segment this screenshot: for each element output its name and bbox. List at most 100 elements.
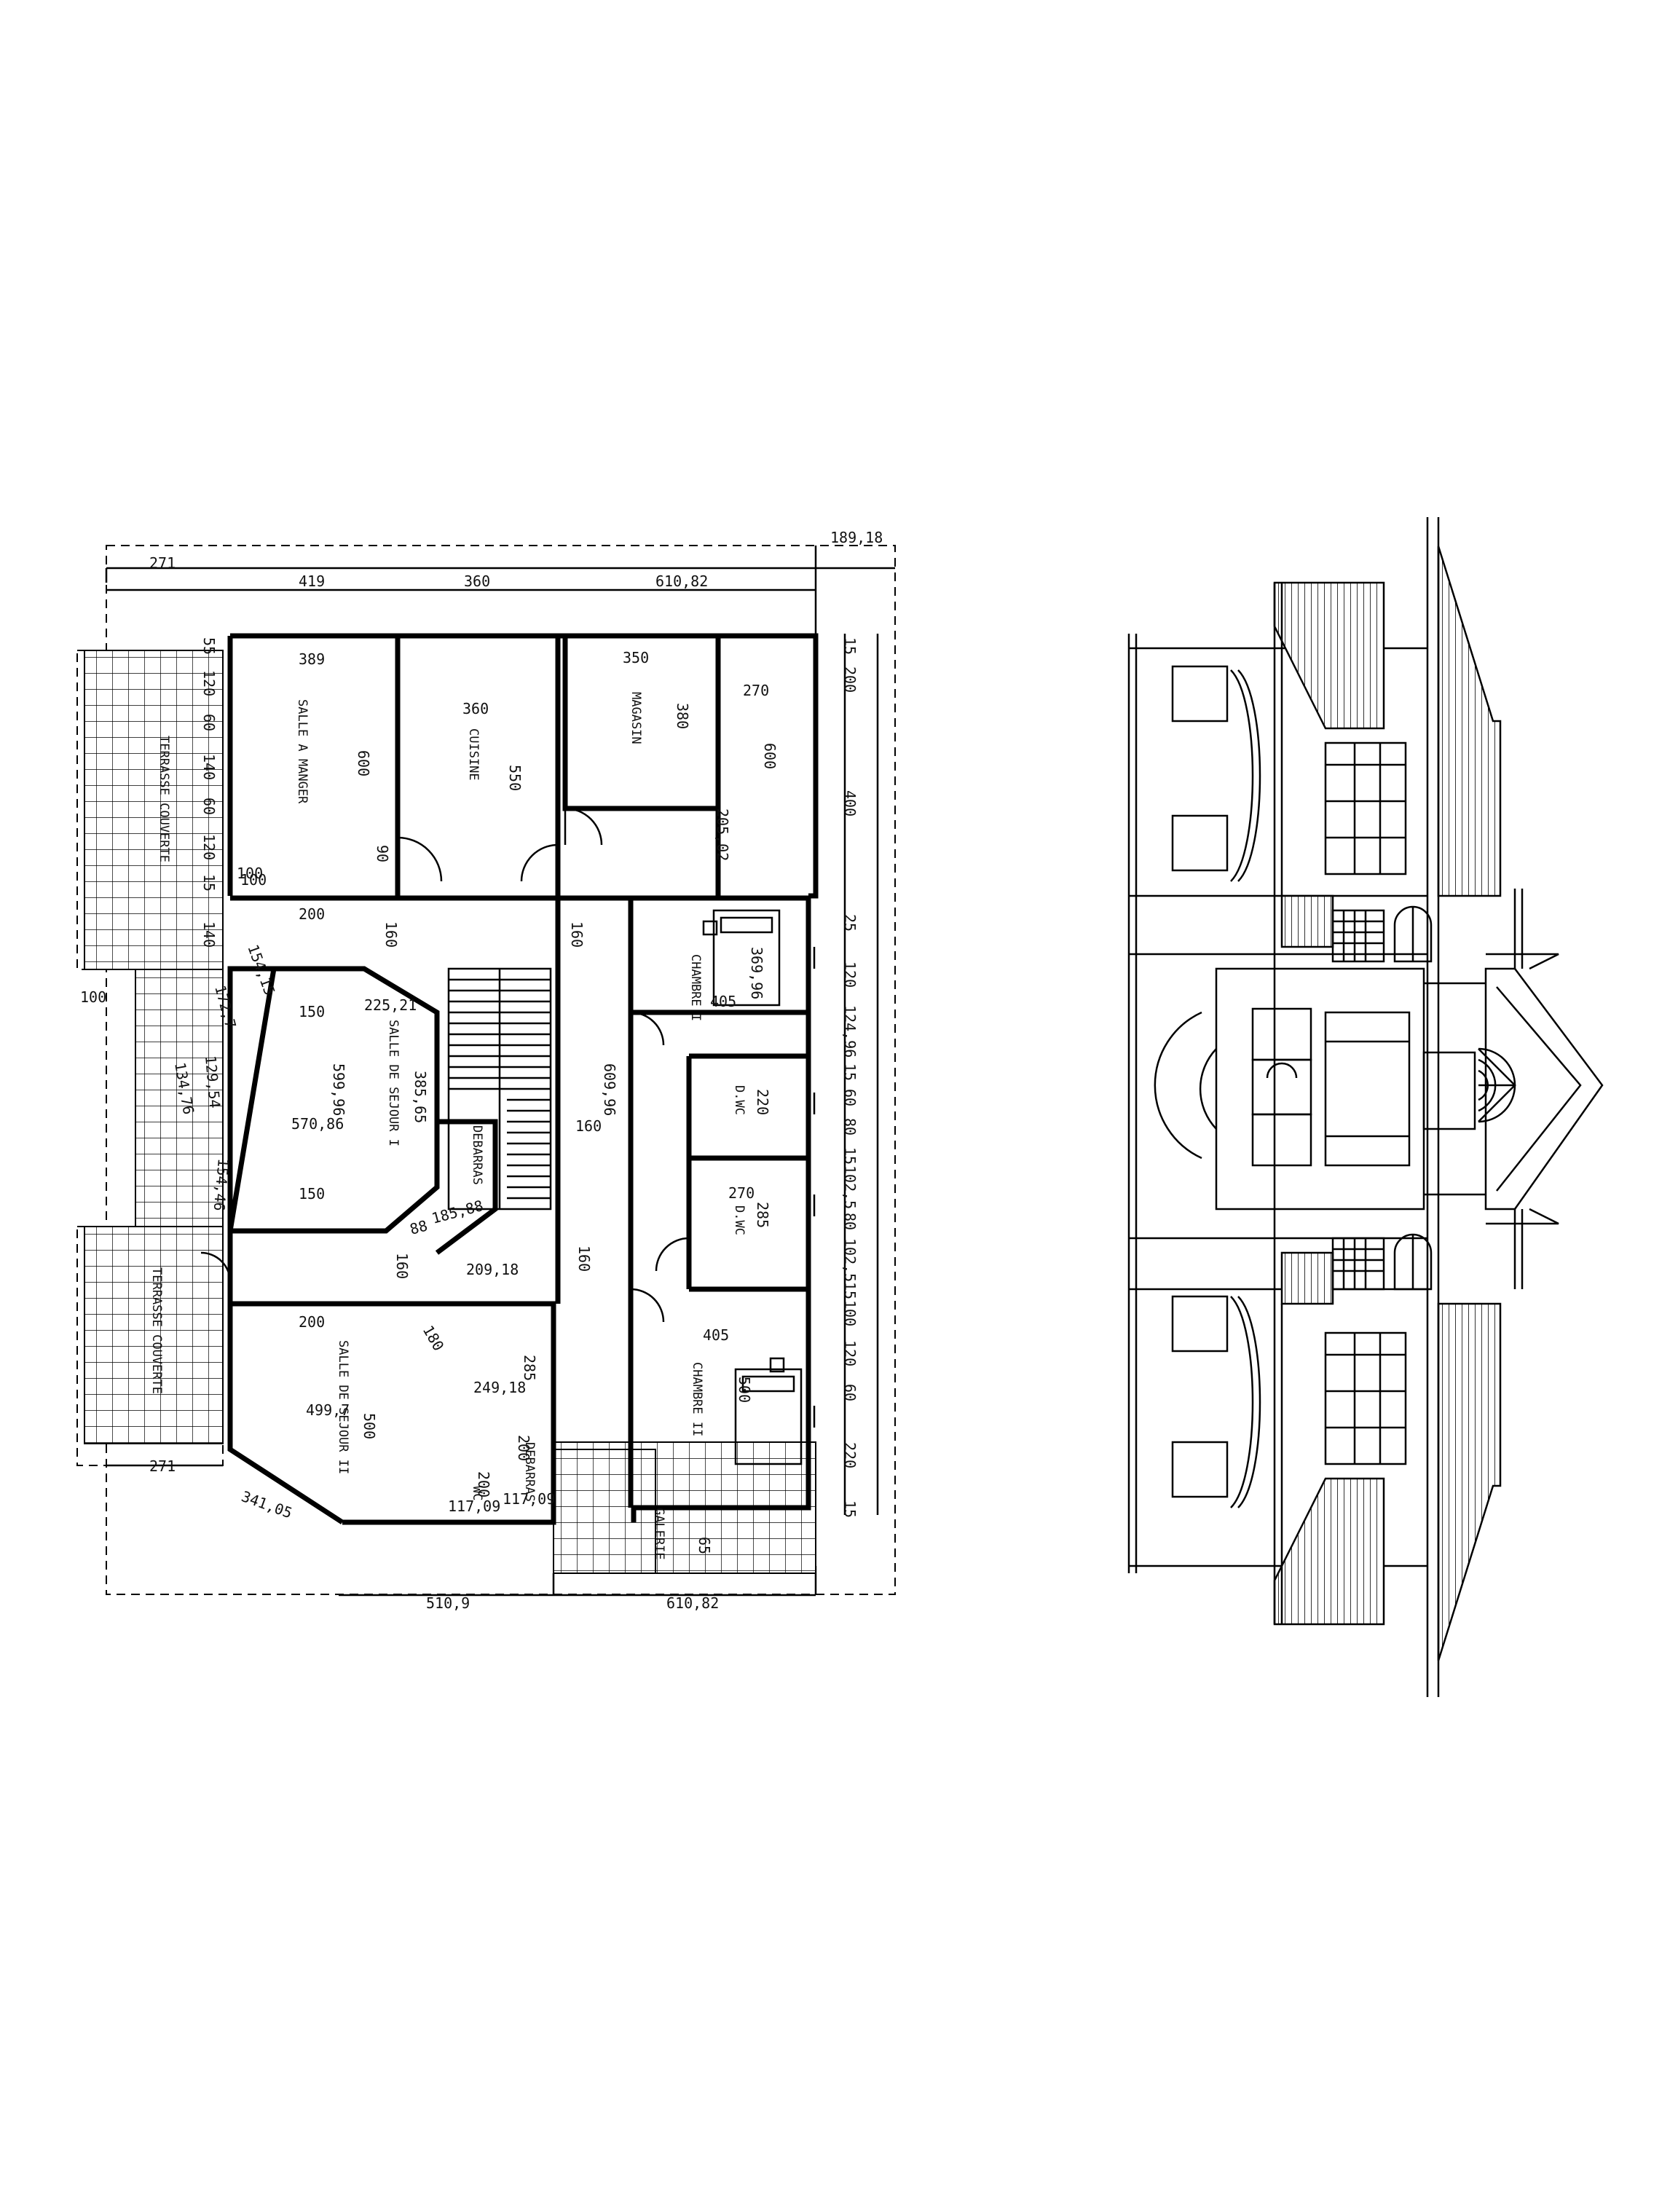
roof-top-right bbox=[1437, 546, 1502, 897]
dim-bottom-510-9: 510,9 bbox=[426, 1594, 470, 1612]
dim-left-4: 60 bbox=[200, 798, 218, 815]
room-label-salle-a-manger: SALLE A MANGER bbox=[295, 699, 310, 804]
dim-top-271: 271 bbox=[149, 554, 176, 572]
dim-top-419: 419 bbox=[299, 572, 325, 590]
room-label-salle-sejour-2: SALLE DE SEJOUR II bbox=[336, 1340, 350, 1474]
grid-window-bottom bbox=[1331, 1237, 1385, 1291]
dim-65: 65 bbox=[696, 1537, 713, 1554]
room-label-terrasse-1: TERRASSE COUVERTE bbox=[157, 736, 171, 862]
dim-cuisine-w: 360 bbox=[462, 700, 489, 717]
window-block-1 bbox=[1171, 665, 1229, 723]
bed-chambre-1 bbox=[712, 909, 781, 1007]
dim-left-5: 120 bbox=[200, 834, 218, 860]
dim-160b: 160 bbox=[568, 921, 586, 948]
dim-bottom-271: 271 bbox=[149, 1457, 176, 1475]
dim-sejour-225: 225,21 bbox=[364, 996, 417, 1014]
dim-209: 209,18 bbox=[466, 1261, 519, 1278]
dim-right-13: 15 bbox=[841, 1282, 859, 1299]
terrasse-couverte-bottom bbox=[84, 1226, 224, 1444]
room-label-dwc-1: D.WC bbox=[732, 1085, 747, 1115]
dim-sejour2-w: 499,7 bbox=[306, 1401, 350, 1419]
dimensions-interior: 389 600 360 550 350 380 270 600 205,02 9… bbox=[237, 649, 779, 1554]
outer-dimension-lines bbox=[76, 545, 896, 1597]
dim-dwc2-h: 285 bbox=[754, 1202, 771, 1228]
dim-right-11: 80 bbox=[841, 1213, 859, 1230]
dimensions-right: 15 200 400 25 120 124,96 15 60 80 15 102… bbox=[841, 637, 859, 1518]
dimensions-left: 55 120 60 140 60 120 15 140 100 100 154,… bbox=[80, 637, 279, 1212]
dim-right-12: 102,5 bbox=[841, 1238, 859, 1282]
dim-hall-h: 609,96 bbox=[601, 1063, 618, 1116]
dim-200a: 200 bbox=[299, 905, 325, 923]
dimensions-top: 271 419 360 610,82 189,18 bbox=[149, 529, 883, 590]
dim-right-16: 60 bbox=[841, 1384, 859, 1401]
dim-left-7: 140 bbox=[200, 921, 218, 948]
window-marks bbox=[807, 947, 816, 1428]
dim-right-9: 15 bbox=[841, 1147, 859, 1165]
dim-285: 285 bbox=[521, 1355, 538, 1381]
room-label-galerie: GALERIE bbox=[652, 1508, 666, 1560]
dim-88: 88 bbox=[408, 1216, 429, 1237]
dim-sejour-150b: 150 bbox=[299, 1185, 325, 1203]
dim-right-top-h: 600 bbox=[761, 743, 779, 769]
dim-right-4: 120 bbox=[841, 961, 859, 988]
dim-right-18: 15 bbox=[841, 1500, 859, 1518]
dim-dwc1-w: 220 bbox=[754, 1089, 771, 1115]
bed-chambre-2 bbox=[734, 1368, 803, 1465]
dim-stair-w: 205,02 bbox=[714, 808, 731, 861]
dim-top-610-82: 610,82 bbox=[655, 572, 708, 590]
dim-right-14: 100 bbox=[841, 1300, 859, 1326]
interior-walls bbox=[227, 636, 808, 1508]
dim-200c: 200 bbox=[475, 1471, 492, 1497]
dim-magasin-h: 380 bbox=[674, 703, 691, 729]
dim-chambre2-w: 405 bbox=[703, 1326, 729, 1344]
dim-right-15: 120 bbox=[841, 1340, 859, 1366]
dim-200b: 200 bbox=[299, 1313, 325, 1331]
dim-117b: 117,09 bbox=[503, 1490, 555, 1508]
dim-salle-manger-h: 600 bbox=[355, 750, 372, 776]
dim-160d: 160 bbox=[575, 1245, 593, 1272]
terrasse-couverte-mid bbox=[135, 969, 224, 1227]
dim-right-17: 220 bbox=[841, 1442, 859, 1468]
dim-117a: 117,09 bbox=[448, 1497, 500, 1515]
doors bbox=[200, 807, 690, 1323]
dim-top-189-18: 189,18 bbox=[830, 529, 883, 546]
dim-magasin-w: 350 bbox=[623, 649, 649, 666]
staircase bbox=[447, 967, 552, 1211]
central-block bbox=[1215, 967, 1425, 1211]
room-label-magasin: MAGASIN bbox=[629, 692, 643, 744]
entrance-tiles bbox=[553, 1449, 656, 1574]
dim-200d: 200 bbox=[515, 1435, 532, 1461]
dim-door-90: 90 bbox=[374, 845, 391, 862]
dim-100: 100 bbox=[237, 865, 263, 882]
dim-sejour-385: 385,65 bbox=[411, 1071, 429, 1123]
dim-left-1: 120 bbox=[200, 670, 218, 696]
dim-right-3: 25 bbox=[841, 914, 859, 932]
dim-right-1: 200 bbox=[841, 666, 859, 693]
dim-cuisine-h: 550 bbox=[506, 765, 524, 791]
room-label-salle-sejour-1: SALLE DE SEJOUR I bbox=[386, 1020, 401, 1146]
dim-left-3: 140 bbox=[200, 754, 218, 780]
dim-right-7: 60 bbox=[841, 1089, 859, 1106]
dim-right-8: 80 bbox=[841, 1118, 859, 1135]
dim-160a: 160 bbox=[382, 921, 400, 948]
roof-top-left bbox=[1273, 581, 1385, 730]
dim-right-6: 15 bbox=[841, 1063, 859, 1081]
roof-bottom-left bbox=[1273, 1477, 1385, 1626]
dim-left-0: 55 bbox=[200, 637, 218, 655]
room-label-wc: WC bbox=[470, 1486, 484, 1500]
dim-right-0: 15 bbox=[841, 637, 859, 655]
dim-160e: 160 bbox=[393, 1253, 411, 1279]
dim-bottom-341-05: 341,05 bbox=[239, 1487, 294, 1522]
dim-sejour-150a: 150 bbox=[299, 1003, 325, 1020]
dim-right-2: 400 bbox=[841, 790, 859, 816]
dim-249: 249,18 bbox=[473, 1379, 526, 1396]
room-label-debarras-1: DEBARRAS bbox=[470, 1125, 484, 1185]
grid-window-top bbox=[1331, 909, 1385, 963]
dim-right-top-w: 270 bbox=[743, 682, 769, 699]
dim-bottom-610-82: 610,82 bbox=[666, 1594, 719, 1612]
dim-chambre2-h: 500 bbox=[736, 1377, 753, 1403]
elevation-drawing bbox=[1127, 517, 1604, 1697]
room-label-debarras-2: DEBARRAS bbox=[522, 1442, 537, 1502]
dim-right-5: 124,96 bbox=[841, 1005, 859, 1058]
room-label-chambre-1: CHAMBRE I bbox=[688, 954, 703, 1021]
